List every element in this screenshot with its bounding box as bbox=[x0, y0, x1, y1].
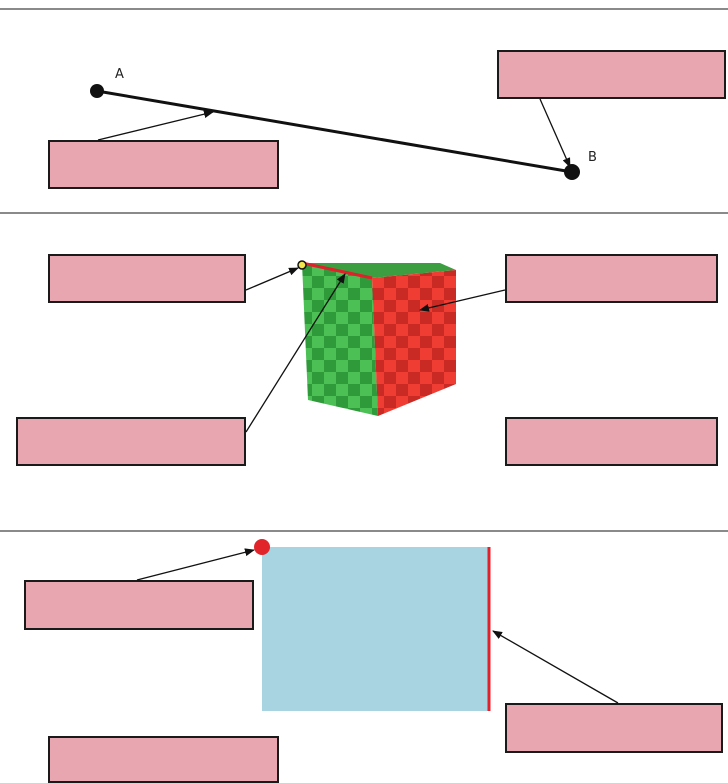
arrow-to-segment bbox=[97, 110, 214, 141]
point-a-label: A bbox=[115, 67, 124, 82]
divider-1 bbox=[0, 212, 728, 214]
label-box-rectangle-extra[interactable] bbox=[48, 736, 279, 783]
arrow-to-face bbox=[419, 289, 506, 312]
arrow-to-side bbox=[492, 630, 619, 704]
cube-vertex-marker bbox=[297, 260, 307, 270]
label-box-side[interactable] bbox=[505, 703, 723, 753]
top-divider bbox=[0, 8, 728, 10]
cube-highlighted-edge bbox=[301, 261, 373, 280]
label-box-edge[interactable] bbox=[16, 417, 246, 466]
label-box-endpoint[interactable] bbox=[497, 50, 726, 99]
point-a bbox=[90, 84, 104, 98]
cube-top-face bbox=[302, 263, 456, 278]
blue-rectangle bbox=[262, 547, 489, 711]
cube-right-face bbox=[372, 270, 456, 416]
rectangle-corner-marker bbox=[254, 539, 270, 555]
label-box-segment[interactable] bbox=[48, 140, 279, 189]
point-b bbox=[564, 164, 580, 180]
arrow-to-point-b bbox=[539, 98, 571, 168]
label-box-cube-extra[interactable] bbox=[505, 417, 718, 466]
label-box-corner[interactable] bbox=[24, 580, 254, 630]
arrow-to-edge bbox=[245, 273, 346, 433]
segment-ab bbox=[96, 89, 573, 174]
cube bbox=[297, 260, 456, 416]
point-b-label: B bbox=[588, 150, 597, 165]
cube-left-face bbox=[302, 263, 378, 416]
divider-2 bbox=[0, 530, 728, 532]
label-box-face[interactable] bbox=[505, 254, 718, 303]
arrow-to-corner bbox=[136, 548, 255, 581]
label-box-vertex[interactable] bbox=[48, 254, 246, 303]
arrow-to-vertex bbox=[245, 267, 299, 291]
